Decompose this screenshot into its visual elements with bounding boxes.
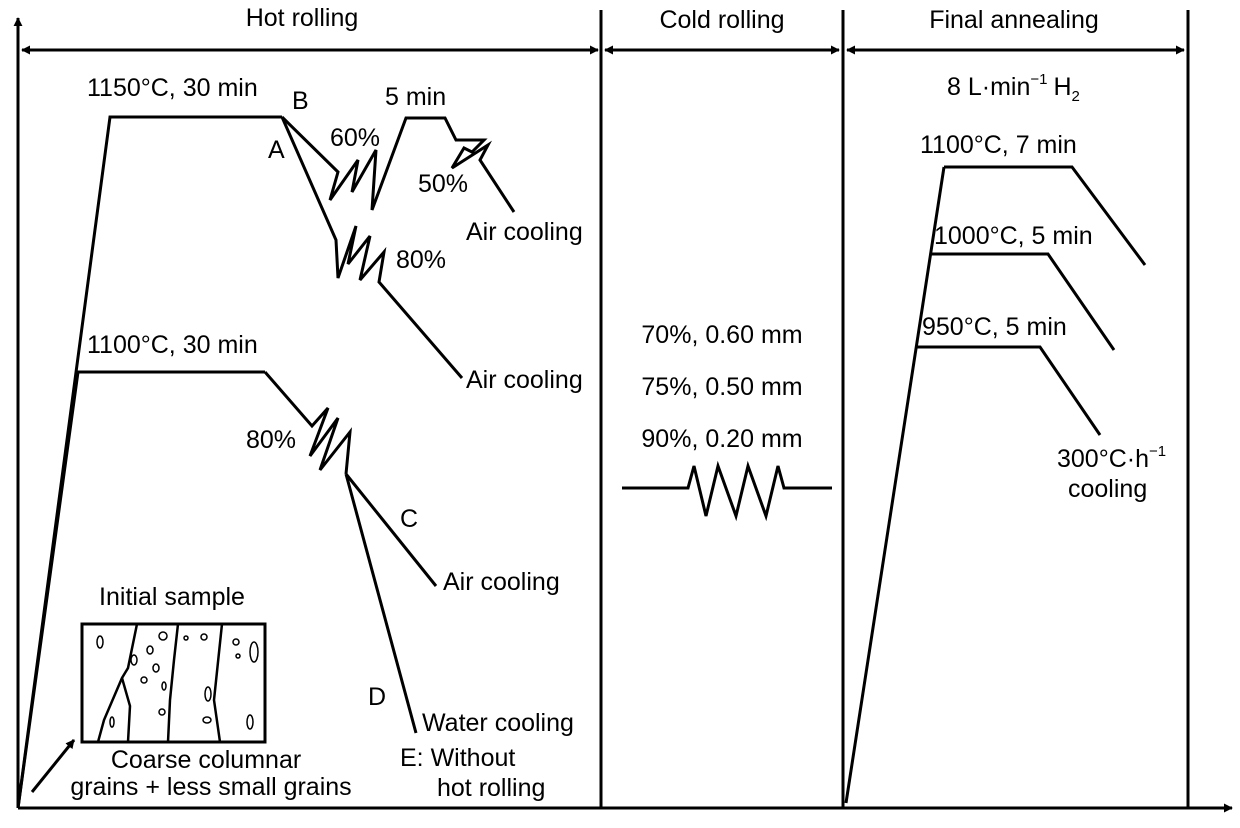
annealing-950: [917, 345, 1102, 436]
cold-rolling-zigzag: [622, 460, 832, 522]
path-d-water-cooling: [344, 473, 418, 734]
initial-sample-arrow: [30, 739, 76, 793]
air-cooling-label-1: Air cooling: [466, 218, 583, 246]
soak-1100-label: 1100°C, 30 min: [87, 331, 258, 359]
air-cooling-label-3: Air cooling: [443, 568, 560, 596]
cold-schedule-1: 70%, 0.60 mm: [641, 321, 802, 349]
label-e-line-2: hot rolling: [437, 774, 545, 802]
initial-sample-caption-1: Coarse columnar: [111, 746, 301, 774]
annealing-1100: [944, 165, 1147, 266]
annealing-ramp: [844, 166, 946, 804]
path-c-air-cooling: [344, 473, 438, 587]
reduction-80-lower-label: 80%: [246, 426, 296, 454]
path-a-rolling: [280, 116, 464, 379]
path-b-rolling: [280, 115, 516, 213]
initial-sample-caption-2: grains + less small grains: [70, 773, 351, 801]
initial-sample-title: Initial sample: [99, 583, 245, 611]
label-a: A: [268, 136, 285, 164]
label-b: B: [292, 87, 309, 115]
reduction-60-label: 60%: [330, 124, 380, 152]
reduction-80-upper-label: 80%: [396, 246, 446, 274]
path-cd-rolling: [263, 371, 352, 475]
label-c: C: [400, 505, 418, 533]
cold-schedule-2: 75%, 0.50 mm: [641, 373, 802, 401]
reduction-50-label: 50%: [418, 170, 468, 198]
annealing-cooling-label: cooling: [1068, 475, 1147, 503]
annealing-1000-label: 1000°C, 5 min: [934, 222, 1093, 250]
annealing-950-label: 950°C, 5 min: [922, 313, 1067, 341]
reheat-5min-label: 5 min: [385, 83, 446, 111]
initial-sample-box: [80, 622, 267, 744]
section-hot-rolling: Hot rolling: [246, 4, 359, 32]
air-cooling-label-2: Air cooling: [466, 366, 583, 394]
label-d: D: [368, 683, 386, 711]
section-cold-rolling: Cold rolling: [659, 6, 784, 34]
soak-1150-label: 1150°C, 30 min: [87, 74, 258, 102]
heating-ramp-1150: [16, 115, 282, 809]
water-cooling-label: Water cooling: [422, 709, 574, 737]
section-final-annealing: Final annealing: [929, 6, 1099, 34]
cold-schedule-3: 90%, 0.20 mm: [641, 425, 802, 453]
annealing-cooling-rate: 300°C·h−1: [1057, 443, 1166, 473]
small-grains: [96, 631, 259, 730]
annealing-1100-label: 1100°C, 7 min: [920, 131, 1077, 159]
label-e: E: Without: [400, 744, 515, 772]
columnar-grain-boundaries: [96, 623, 224, 743]
heating-ramp-1100: [16, 370, 265, 809]
annealing-1000: [931, 252, 1116, 351]
